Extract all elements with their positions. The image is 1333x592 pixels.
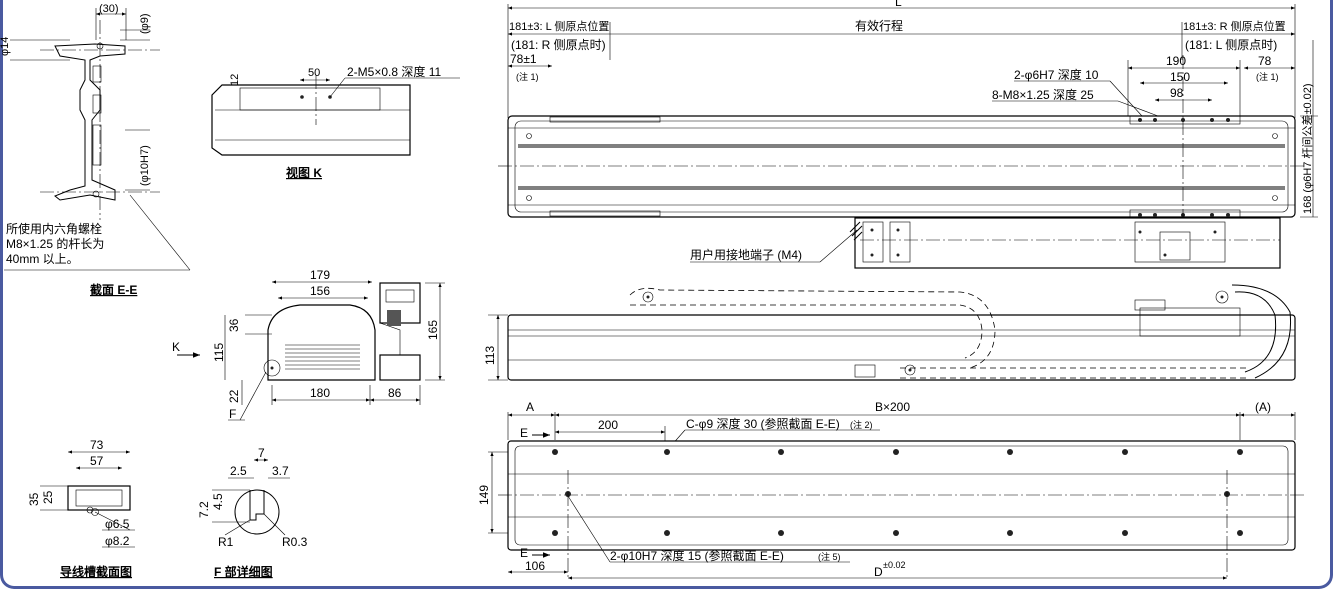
dim-phi82: φ8.2: [105, 534, 130, 548]
dim-36: 36: [227, 318, 241, 332]
callout-10h7-note: (注 5): [818, 551, 841, 562]
dim-22: 22: [227, 389, 241, 403]
dim-D-tolerance: ±0.02: [883, 560, 905, 570]
cable-duct-title: 导线槽截面图: [60, 564, 132, 579]
dim-2-5: 2.5: [230, 464, 247, 478]
slider-block: [849, 217, 1281, 269]
view-k-callout: 2-M5×0.8 深度 11: [347, 64, 441, 79]
dim-30: (30): [99, 3, 119, 15]
cable-duct-section: 73 57 35 25 φ6.5 φ8.2 导线槽截面图: [27, 438, 135, 579]
cable-chain-upper: [629, 287, 996, 369]
slider-holes-top: [1129, 115, 1241, 125]
dim-L: L: [895, 0, 902, 9]
ee-note-line1: 所使用内六角螺栓: [6, 221, 102, 236]
dim-86: 86: [388, 386, 402, 400]
dim-180: 180: [310, 386, 330, 400]
label-f: F: [229, 407, 236, 421]
dim-7-2: 7.2: [197, 501, 211, 518]
dim-50: 50: [308, 67, 320, 79]
note1-left: (注 1): [516, 71, 539, 82]
dim-78-1: 78±1: [510, 52, 537, 66]
dim-57: 57: [90, 454, 104, 468]
top-view: L 181±3: L 侧原点位置 (181: R 侧原点时) 有效行程 181±…: [498, 0, 1318, 270]
dim-113: 113: [483, 346, 497, 365]
dim-A: A: [526, 400, 534, 414]
mounting-holes: [552, 449, 1243, 536]
dim-12: 12: [229, 74, 241, 86]
dim-165: 165: [426, 320, 440, 340]
pitch-tolerance: 168 (φ6H7 杆间公差±0.02): [1300, 83, 1314, 214]
label-k: K: [172, 340, 180, 354]
dim-98: 98: [1170, 86, 1184, 100]
dim-phi65: φ6.5: [105, 517, 130, 531]
dim-179: 179: [310, 268, 330, 282]
detail-f-title: F 部详细图: [214, 564, 273, 579]
dim-phi14: φ14: [0, 37, 11, 56]
dim-35: 35: [27, 492, 41, 506]
detail-f: 7 2.5 3.7 7.2 4.5 R1 R0.3 F 部详细图: [197, 446, 308, 579]
dim-phi9: (φ9): [139, 13, 151, 34]
dim-7: 7: [258, 446, 265, 460]
dim-4-5: 4.5: [211, 493, 225, 510]
dim-78: 78: [1258, 54, 1272, 68]
section-ee-title: 截面 E-E: [90, 282, 137, 297]
dim-A-paren: (A): [1255, 400, 1271, 414]
ee-note-line3: 40mm 以上。: [6, 252, 79, 266]
dim-115: 115: [212, 343, 226, 362]
right-origin-l-label: (181: L 侧原点时): [1185, 38, 1277, 52]
cable-chain-lower: [900, 284, 1292, 379]
callout-c-note: (注 2): [850, 419, 873, 430]
dim-149: 149: [477, 485, 491, 505]
dim-25: 25: [41, 490, 55, 504]
view-k-title: 视图 K: [286, 165, 322, 180]
callout-c-holes: C-φ9 深度 30 (参照截面 E-E): [686, 416, 840, 431]
dim-D: D: [874, 565, 883, 579]
stroke-label: 有效行程: [855, 18, 903, 33]
label-r1: R1: [218, 535, 234, 549]
callout-m8: 8-M8×1.25 深度 25: [992, 87, 1094, 102]
dim-156: 156: [310, 284, 330, 298]
dim-106: 106: [525, 559, 545, 573]
dim-73: 73: [90, 438, 104, 452]
left-origin-label: 181±3: L 侧原点位置: [509, 19, 609, 33]
view-k: 50 12 2-M5×0.8 深度 11 视图 K: [211, 64, 460, 180]
note1-right: (注 1): [1256, 71, 1279, 82]
bottom-view: A B×200 (A) 200 C-φ9 深度 30 (参照截面 E-E) (注…: [477, 400, 1305, 580]
callout-10h7: 2-φ10H7 深度 15 (参照截面 E-E): [610, 548, 784, 563]
dim-190: 190: [1166, 54, 1186, 68]
side-view: 113: [483, 284, 1296, 381]
end-view-vent-lines: [285, 344, 360, 370]
dim-150: 150: [1170, 70, 1190, 84]
right-origin-label: 181±3: R 侧原点位置: [1183, 19, 1286, 33]
ee-note-line2: M8×1.25 的杆长为: [6, 236, 104, 251]
callout-6h7: 2-φ6H7 深度 10: [1014, 67, 1099, 82]
dim-200: 200: [598, 418, 618, 432]
section-ee-view: (30) (φ9) φ14 (φ10H7) 所使用内六角螺栓 M8×1.25 的…: [0, 3, 191, 297]
e-top-label: E: [520, 426, 528, 440]
ground-terminal-label: 用户用接地端子 (M4): [690, 247, 802, 262]
dim-BX200: B×200: [875, 400, 910, 414]
end-view: 179 156 36 115 22 165: [172, 268, 445, 421]
e-bottom-label: E: [520, 546, 528, 560]
dim-3-7: 3.7: [272, 464, 289, 478]
label-r0-3: R0.3: [282, 535, 308, 549]
left-origin-r-label: (181: R 侧原点时): [511, 38, 606, 52]
dim-phi10h7: (φ10H7): [139, 145, 151, 186]
